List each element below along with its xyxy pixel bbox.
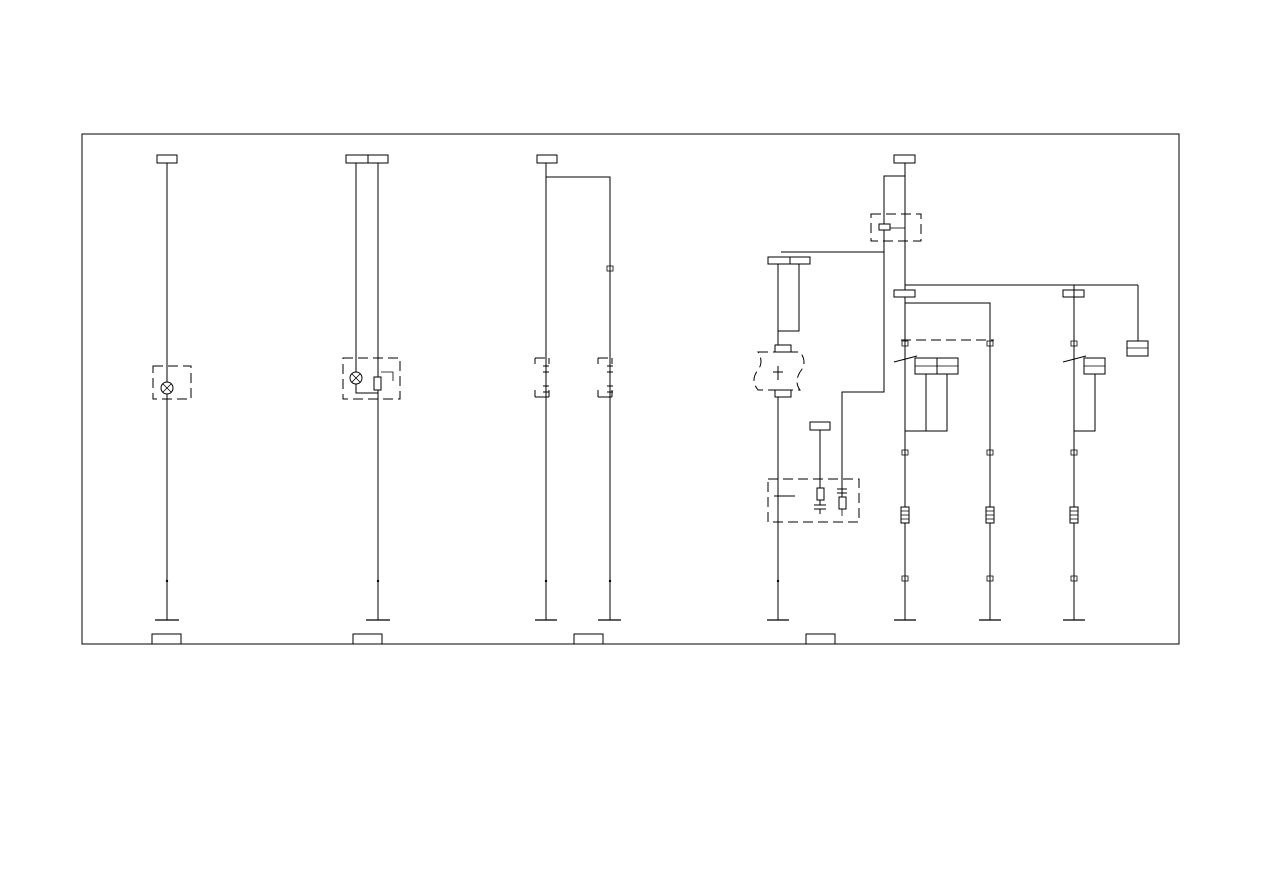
wire <box>355 384 378 394</box>
connector-block <box>1126 340 1149 357</box>
fuse-element-icon <box>985 506 995 524</box>
fuse-terminal <box>156 154 178 164</box>
wire <box>841 175 905 496</box>
relay-contact-icon <box>1062 355 1087 363</box>
fuse-element-icon <box>1069 506 1079 524</box>
switch-icon <box>773 366 783 380</box>
connector-icon <box>597 385 613 398</box>
reference-tab <box>151 633 182 645</box>
wire <box>926 374 948 432</box>
inline-connector-icon <box>606 265 614 272</box>
fuse-terminal <box>345 154 369 164</box>
circuit-2 <box>342 154 401 621</box>
fuse-terminal <box>367 154 389 164</box>
component-housing <box>152 365 192 400</box>
fuse-terminal <box>536 154 558 164</box>
reference-tab <box>352 633 383 645</box>
component-terminal <box>774 389 792 398</box>
fuse-terminal <box>809 421 831 431</box>
wire <box>905 302 991 620</box>
capacitor-icon <box>814 500 826 514</box>
connector-block <box>789 256 811 265</box>
lamp-icon <box>160 381 174 395</box>
inline-connector-icon <box>901 575 1078 582</box>
connector-block <box>893 289 916 298</box>
splice-point <box>544 579 548 583</box>
splice-point <box>776 579 780 583</box>
connector-icon <box>597 358 613 373</box>
connector-block <box>767 256 791 265</box>
circuit-1 <box>152 154 192 621</box>
fuse-element-icon <box>900 506 910 524</box>
diagram-frame <box>81 133 1180 645</box>
inline-connector-icon <box>901 449 1078 456</box>
resistor-icon <box>373 376 382 391</box>
capacitor-icon <box>837 488 847 497</box>
connector-icon <box>1070 340 1078 347</box>
resistor-icon <box>816 487 825 501</box>
resistor-icon <box>838 496 847 510</box>
connector-icon <box>534 358 550 373</box>
fuse-terminal <box>893 154 916 164</box>
relay-housing <box>870 213 922 242</box>
splice-point <box>376 579 380 583</box>
wire <box>381 371 394 381</box>
reference-tab <box>805 633 836 645</box>
reference-tab <box>573 633 604 645</box>
wire <box>1074 374 1096 432</box>
wire <box>905 374 927 432</box>
circuit-4 <box>753 154 1149 621</box>
lamp-icon <box>349 371 363 385</box>
frame-reference-tabs <box>151 633 836 645</box>
relay-coil-icon <box>878 223 891 231</box>
connector-icon <box>901 340 994 347</box>
wire <box>778 264 800 332</box>
splice-point <box>608 579 612 583</box>
module-housing <box>767 478 860 523</box>
relay-contact-icon <box>893 355 918 363</box>
switch-icon <box>774 488 795 497</box>
splice-point <box>165 579 169 583</box>
connector-icon <box>534 385 550 398</box>
component-terminal <box>774 344 792 353</box>
component-housing <box>342 357 401 400</box>
motor-housing <box>753 351 805 391</box>
wire <box>546 176 611 620</box>
circuit-3 <box>534 154 621 621</box>
